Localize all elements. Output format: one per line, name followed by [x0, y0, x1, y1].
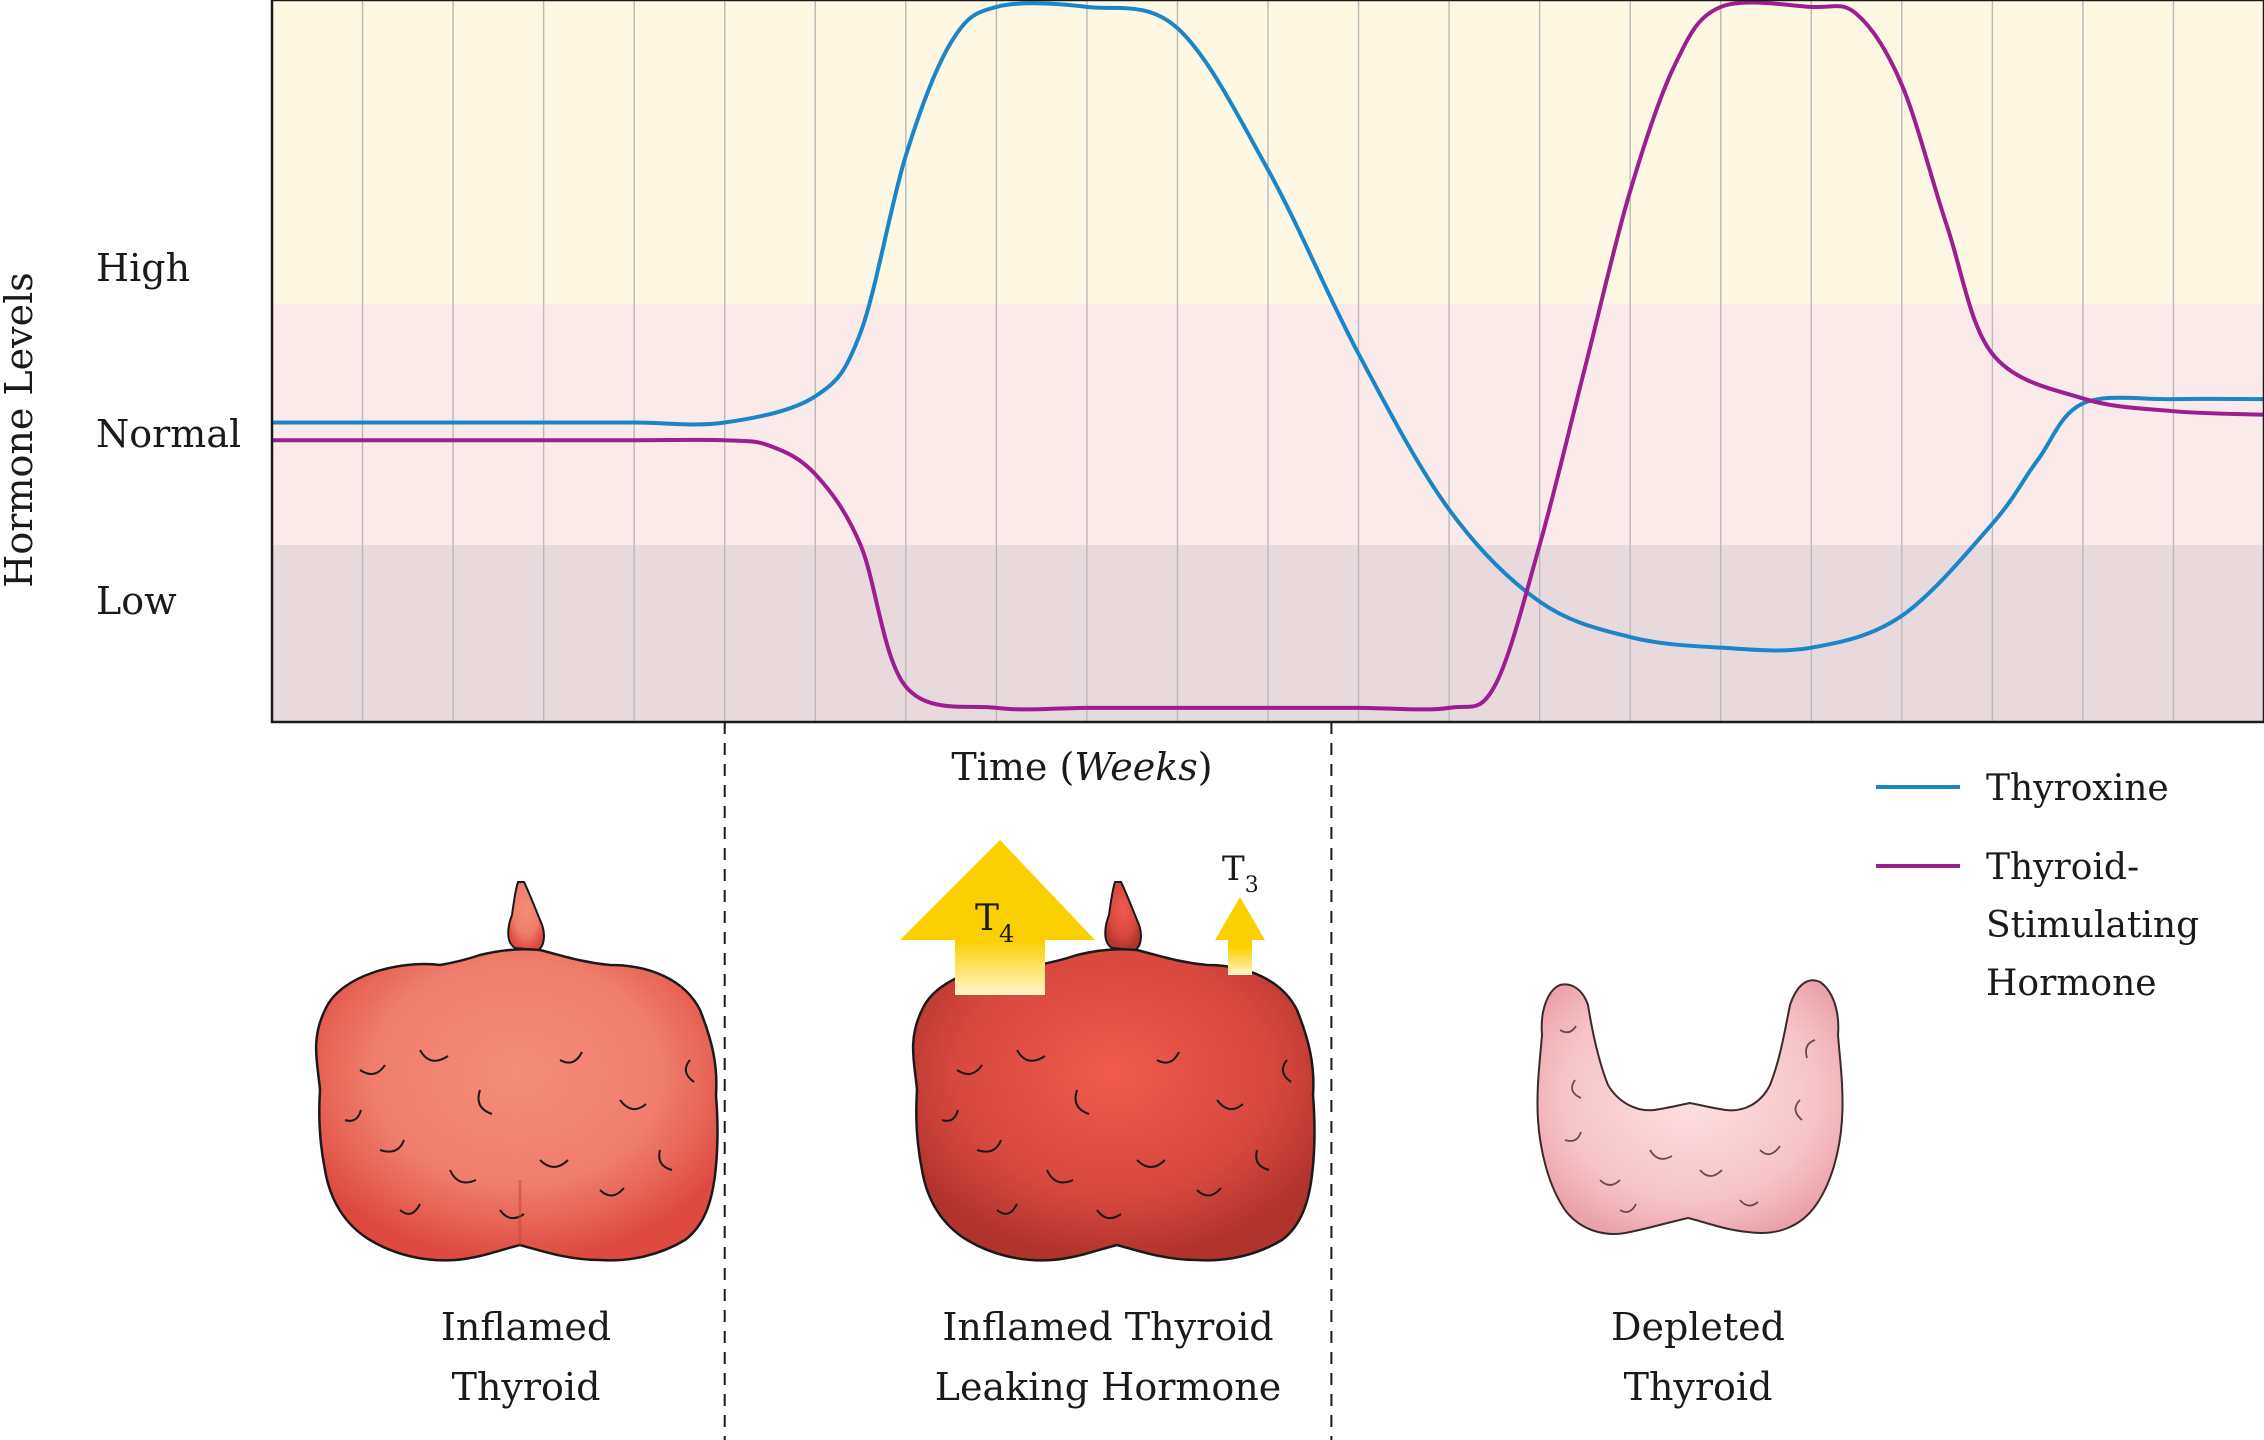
y-axis-label: Hormone Levels — [0, 272, 41, 587]
band-label-normal: Normal — [96, 412, 241, 456]
leaking-thyroid-icon — [911, 881, 1316, 1262]
legend-tsh-label-line2: Stimulating — [1986, 905, 2199, 946]
legend: Thyroxine Thyroid- Stimulating Hormone — [1876, 768, 2199, 1004]
t3-label-base: T — [1222, 849, 1245, 889]
phase-dividers — [723, 722, 1333, 1440]
series-lines — [272, 0, 2264, 712]
phase1-label-line2: Thyroid — [452, 1365, 601, 1409]
depleted-thyroid-icon — [1536, 979, 1844, 1235]
legend-tsh-label-line3: Hormone — [1986, 963, 2157, 1004]
phase2-label-line1: Inflamed Thyroid — [942, 1305, 1273, 1349]
t4-arrow-icon — [900, 840, 1095, 995]
t3-label-sub: 3 — [1245, 873, 1259, 898]
phase1-label-line1: Inflamed — [441, 1305, 611, 1349]
legend-thyroxine-label: Thyroxine — [1986, 768, 2169, 809]
band-label-high: High — [96, 246, 190, 290]
x-axis-label: Time (Weeks) — [951, 745, 1212, 789]
t3-label: T3 — [1222, 849, 1259, 898]
phase3-label-line2: Thyroid — [1624, 1365, 1773, 1409]
phase3-label-line1: Depleted — [1611, 1305, 1785, 1349]
t3-arrow-icon — [1215, 897, 1265, 975]
phase2-label-line2: Leaking Hormone — [935, 1365, 1282, 1409]
band-label-low: Low — [96, 579, 177, 623]
series-tsh — [272, 0, 2264, 712]
x-axis-label-close: ) — [1198, 745, 1213, 789]
x-axis-label-main: Time ( — [951, 745, 1074, 789]
inflamed-thyroid-icon — [314, 881, 719, 1262]
x-axis-label-italic: Weeks — [1074, 745, 1197, 789]
t4-label-base: T — [975, 898, 999, 939]
plot-frame — [270, 0, 2264, 724]
legend-tsh-label-line1: Thyroid- — [1986, 847, 2139, 888]
series-thyroxine — [272, 1, 2264, 653]
t4-label-sub: 4 — [999, 920, 1014, 948]
t4-label: T4 — [975, 898, 1014, 948]
